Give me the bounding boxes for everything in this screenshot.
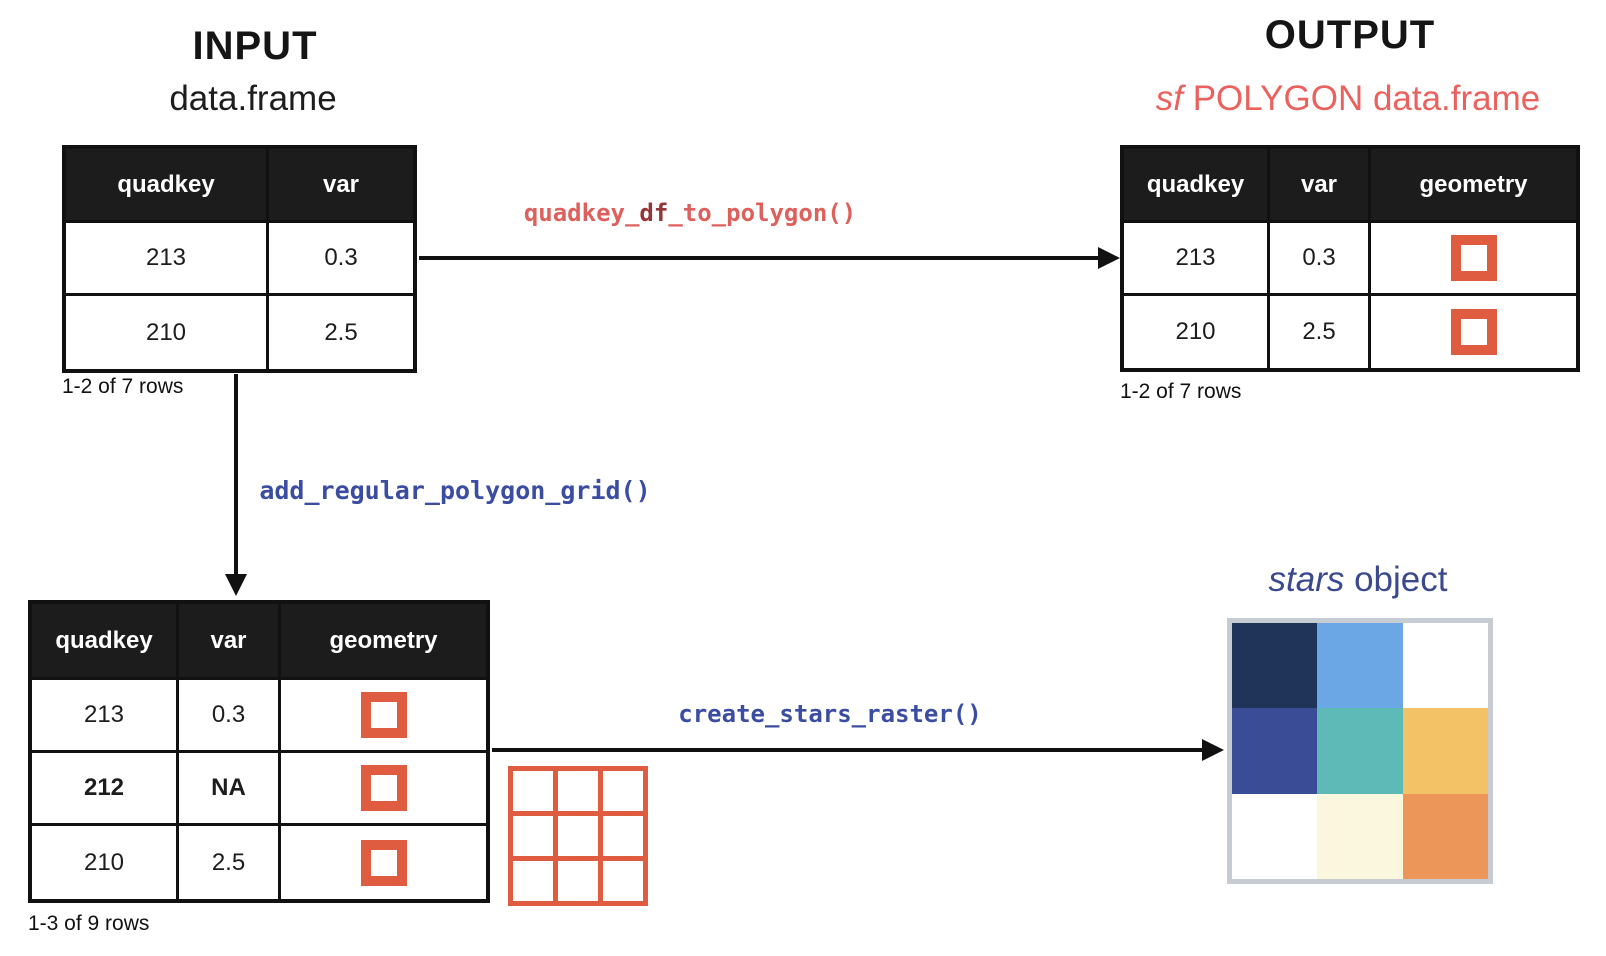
polygon-grid-cell [603,771,643,811]
grid-table-footnote: 1-3 of 9 rows [28,912,150,935]
output-subtitle: sf POLYGON data.frame [1156,79,1541,119]
output-table-header-quadkey: quadkey [1124,149,1270,223]
function-label-create-stars-raster: create_stars_raster() [678,700,982,728]
table-cell: 213 [66,223,269,296]
arrow-to-polygon-line [419,256,1100,260]
arrow-add-grid-line [234,374,238,576]
raster-cell [1402,623,1488,709]
polygon-icon [360,692,407,738]
table-cell: NA [179,753,281,826]
stars-raster [1227,618,1493,884]
raster-cell [1232,793,1318,879]
polygon-grid-icon [508,766,648,906]
table-cell [281,826,486,899]
grid-table-header-quadkey: quadkey [32,604,179,680]
input-table: quadkey var 213 0.3 210 2.5 [62,145,417,373]
polygon-grid-cell [558,861,598,901]
arrow-to-polygon-head [1098,247,1120,269]
output-table-header-geometry: geometry [1371,149,1576,223]
output-subtitle-rest: POLYGON data.frame [1182,79,1541,118]
table-cell: 213 [32,680,179,753]
polygon-icon [1450,309,1497,355]
output-table: quadkey var geometry 213 0.3 210 2.5 [1120,145,1580,372]
output-table-header-var: var [1270,149,1371,223]
input-table-footnote: 1-2 of 7 rows [62,375,184,398]
polygon-icon [1450,235,1497,281]
code-segment-df: df [639,199,669,227]
polygon-grid-cell [603,816,643,856]
raster-cell [1317,708,1403,794]
input-title: INPUT [192,24,318,68]
input-table-header-quadkey: quadkey [66,149,269,223]
input-table-header-var: var [269,149,413,223]
grid-table: quadkey var geometry 213 0.3 212 NA 210 … [28,600,490,903]
table-cell: 2.5 [1270,296,1371,368]
table-cell: 213 [1124,223,1270,296]
polygon-icon [360,839,407,886]
raster-cell [1317,623,1403,709]
function-label-add-regular-polygon-grid: add_regular_polygon_grid() [259,476,651,505]
raster-cell [1402,708,1488,794]
table-cell [1371,296,1576,368]
polygon-grid-cell [558,771,598,811]
table-cell: 210 [66,296,269,369]
output-table-footnote: 1-2 of 7 rows [1120,380,1242,403]
table-cell [1371,223,1576,296]
polygon-grid-cell [513,816,553,856]
table-cell [281,753,486,826]
code-segment: _to_polygon() [668,199,857,227]
grid-table-header-geometry: geometry [281,604,486,680]
table-cell: 2.5 [324,318,358,346]
stars-title-rest: object [1344,560,1448,599]
arrow-add-grid-head [225,574,247,596]
stars-title-italic: stars [1268,560,1345,599]
input-subtitle: data.frame [169,79,337,118]
table-cell: 2.5 [179,826,281,899]
raster-cell [1317,793,1403,879]
polygon-grid-cell [513,771,553,811]
arrow-create-raster-head [1202,739,1224,761]
output-title: OUTPUT [1264,13,1436,57]
polygon-grid-cell [603,861,643,901]
table-cell [281,680,486,753]
table-cell: 210 [1124,296,1270,368]
polygon-grid-cell [558,816,598,856]
arrow-create-raster-line [492,748,1204,752]
table-cell: 210 [32,826,179,899]
code-segment: quadkey_ [523,199,640,227]
raster-cell [1402,793,1488,879]
table-cell: 0.3 [269,223,413,296]
function-label-quadkey-df-to-polygon: quadkey_df_to_polygon() [524,199,856,227]
raster-cell [1232,623,1318,709]
grid-table-header-var: var [179,604,281,680]
polygon-icon [360,765,407,811]
raster-cell [1232,708,1318,794]
stars-title: stars object [1269,560,1448,600]
table-cell: 212 [32,753,179,826]
table-cell: 0.3 [1270,223,1371,296]
output-subtitle-sf: sf [1155,79,1183,118]
table-cell: 0.3 [179,680,281,753]
polygon-grid-cell [513,861,553,901]
